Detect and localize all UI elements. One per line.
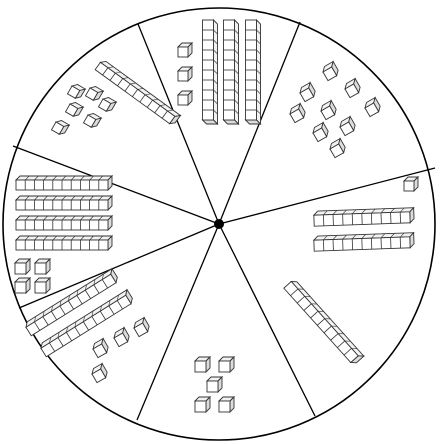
ones-cube <box>178 67 192 81</box>
tens-rod <box>224 20 239 124</box>
spinner-center-pin <box>214 219 224 229</box>
ones-cube <box>15 278 30 293</box>
tens-rod <box>203 20 218 124</box>
tens-rod <box>314 208 414 226</box>
ones-cube <box>35 259 50 274</box>
ones-cube <box>404 177 418 191</box>
ones-cube <box>219 397 234 412</box>
ones-cube <box>207 377 222 392</box>
tens-rod <box>16 236 112 250</box>
ones-cube <box>195 397 210 412</box>
tens-rod <box>16 176 112 190</box>
tens-rod <box>246 20 261 124</box>
ones-cube <box>178 43 192 57</box>
ones-cube <box>178 91 192 105</box>
ones-cube <box>219 357 234 372</box>
ones-cube <box>15 259 30 274</box>
tens-rod <box>314 233 414 251</box>
tens-rod <box>16 196 112 210</box>
ones-cube <box>195 357 210 372</box>
tens-rod <box>16 216 112 230</box>
ones-cube <box>35 278 50 293</box>
